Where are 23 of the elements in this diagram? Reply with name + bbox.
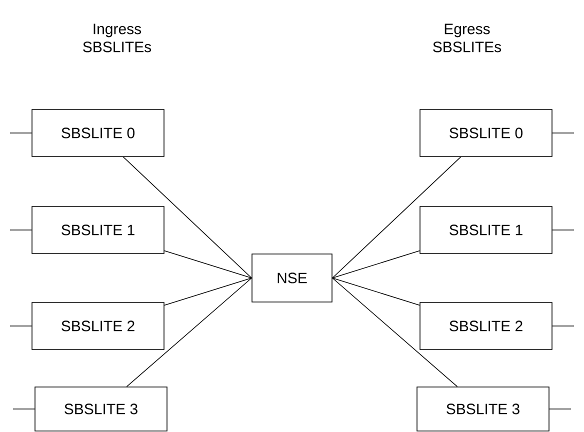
connector-line: [126, 278, 252, 387]
sbslite-box: SBSLITE 3: [416, 386, 550, 432]
connector-line: [164, 250, 252, 278]
sbslite-box: SBSLITE 0: [420, 109, 552, 157]
connector-line: [164, 278, 252, 306]
connector-line: [332, 250, 420, 278]
input-line: [552, 132, 574, 134]
heading: Ingress SBSLITEs: [83, 24, 152, 52]
connector-line: [332, 278, 420, 306]
connector-line: [122, 156, 252, 278]
sbslite-box: SBSLITE 1: [32, 206, 164, 254]
input-line: [12, 408, 35, 410]
input-line: [10, 132, 32, 134]
sbslite-box: SBSLITE 0: [32, 109, 164, 157]
input-line: [549, 408, 572, 410]
heading: Egress SBSLITEs: [433, 24, 502, 52]
connector-line: [332, 156, 462, 278]
sbslite-box: SBSLITE 2: [32, 302, 164, 350]
nse-box: NSE: [252, 254, 332, 302]
sbslite-box: SBSLITE 2: [420, 302, 552, 350]
sbslite-box: SBSLITE 1: [420, 206, 552, 254]
sbslite-box: SBSLITE 3: [34, 386, 168, 432]
connector-line: [332, 278, 458, 387]
